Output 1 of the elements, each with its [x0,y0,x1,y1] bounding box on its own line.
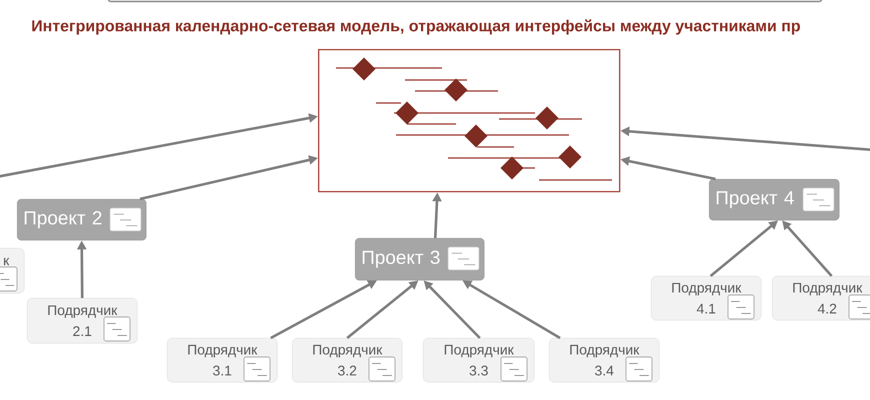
title: Интегрированная календарно-сетевая модель, отражающая интерфейсы между участниками пр [32,19,800,35]
